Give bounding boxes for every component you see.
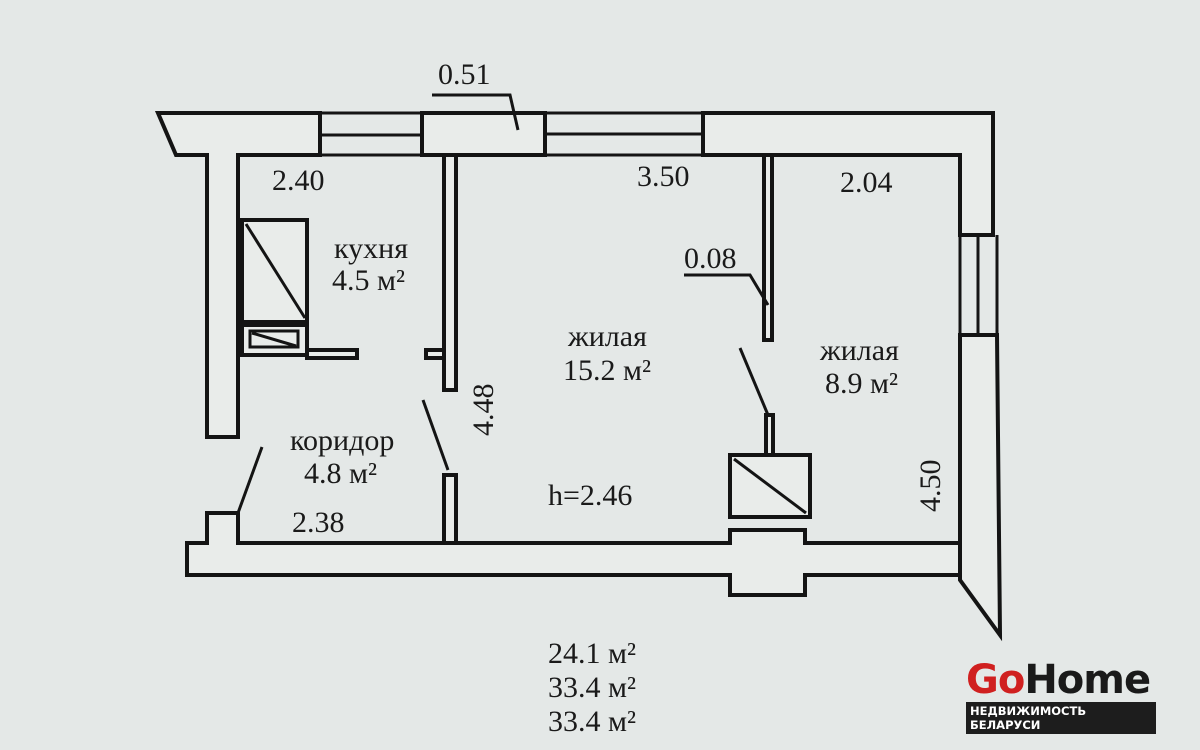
sink-basin	[248, 329, 300, 349]
wall-bottom	[185, 511, 962, 597]
watermark-tagline: НЕДВИЖИМОСТЬ БЕЛАРУСИ	[966, 702, 1156, 734]
ceiling-height: h=2.46	[548, 479, 632, 512]
total-area: 33.4 м²	[548, 671, 636, 704]
total-area-with-balcony: 33.4 м²	[548, 705, 636, 738]
partition-kitchen-upper	[442, 153, 458, 392]
dim-bedroom-depth: 4.50	[914, 460, 947, 513]
partition-bedroom-lower	[764, 413, 775, 457]
room-living-area: 15.2 м²	[563, 354, 651, 387]
room-kitchen-name: кухня	[334, 232, 408, 265]
room-corridor-name: коридор	[290, 424, 394, 457]
gohome-watermark: GoHome НЕДВИЖИМОСТЬ БЕЛАРУСИ	[966, 660, 1156, 734]
partitions	[236, 93, 775, 545]
wardrobe-diagonal	[733, 457, 807, 515]
window-bedroom	[958, 235, 999, 335]
room-bedroom-name: жилая	[819, 334, 899, 367]
watermark-brand: GoHome	[966, 660, 1156, 700]
partition-bedroom	[762, 153, 774, 342]
dim-kitchen-width: 2.40	[272, 164, 325, 197]
brand-go: Go	[966, 657, 1025, 703]
line-pier-label	[432, 93, 520, 131]
room-corridor-area: 4.8 м²	[304, 457, 377, 490]
wall-top-left	[154, 111, 322, 439]
partition-stub-kitchen	[424, 348, 446, 360]
wall-right	[958, 333, 1003, 642]
labels: 0.51 2.40 3.50 2.04 0.08 кухня 4.5 м² жи…	[272, 58, 947, 738]
door-swing-bedroom	[738, 347, 770, 416]
total-living-area: 24.1 м²	[548, 637, 636, 670]
fixtures	[240, 218, 812, 519]
dim-corridor-width: 2.38	[292, 506, 345, 539]
line-partition-label	[684, 273, 770, 306]
dim-living-depth: 4.48	[467, 384, 500, 437]
door-swing-kitchen	[421, 399, 450, 471]
room-living-name: жилая	[567, 320, 647, 353]
room-kitchen-area: 4.5 м²	[332, 264, 405, 297]
kitchen-counter	[305, 348, 359, 360]
dim-partition: 0.08	[684, 242, 737, 275]
room-bedroom-area: 8.9 м²	[825, 367, 898, 400]
sink-diagonal	[251, 331, 297, 348]
dim-pier: 0.51	[438, 58, 491, 91]
brand-home: Home	[1024, 657, 1151, 703]
windows	[320, 111, 999, 335]
stove-diagonal	[244, 223, 307, 319]
window-kitchen	[320, 111, 422, 157]
dim-bedroom-width: 2.04	[840, 166, 893, 199]
window-living	[545, 111, 703, 157]
door-swing-entry	[236, 446, 264, 514]
wall-pier	[420, 111, 547, 157]
dim-living-width: 3.50	[637, 160, 690, 193]
partition-kitchen-lower	[442, 473, 458, 545]
